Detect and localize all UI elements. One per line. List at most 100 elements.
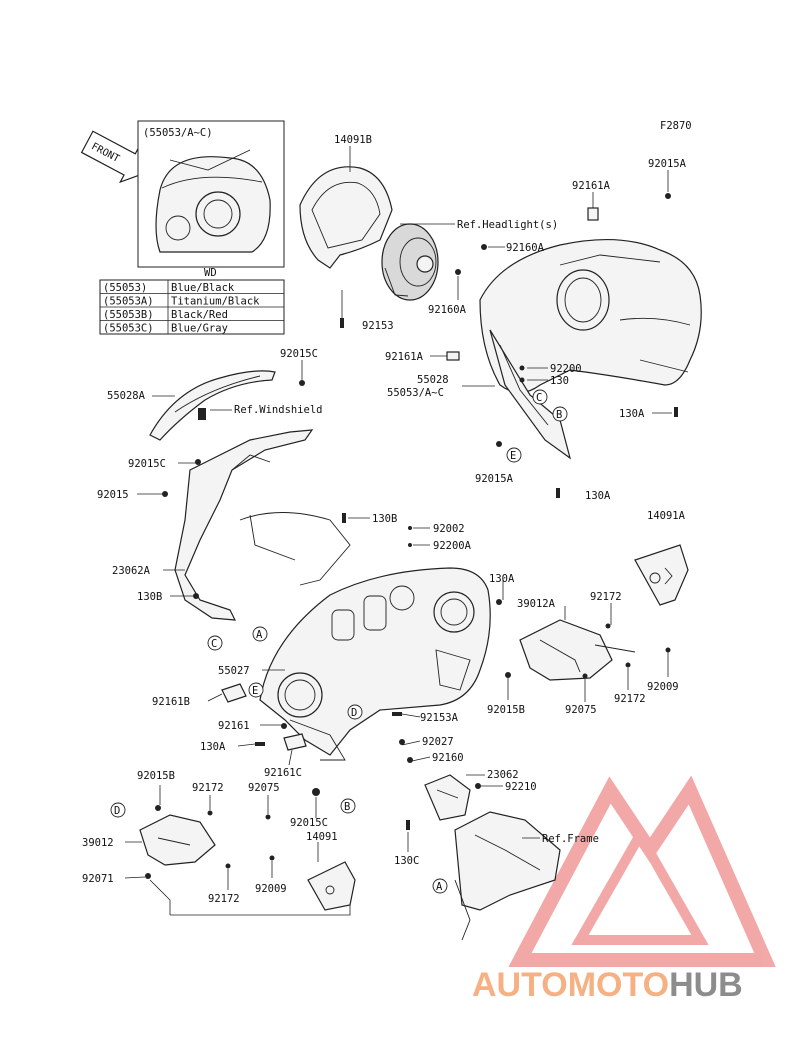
watermark-automoto: AUTOMOTOHUB	[472, 966, 743, 1004]
inner-fairing-55027	[259, 567, 491, 761]
label-14091: 14091	[306, 831, 338, 843]
bracket-39012a	[519, 619, 636, 681]
label-55027: 55027	[218, 665, 250, 677]
label-130: 130	[550, 375, 569, 387]
headlight-assembly	[381, 223, 439, 301]
watermark-text: AUTOMOTOHUB	[472, 966, 743, 1004]
label-130c: 130C	[394, 855, 419, 867]
label-39012a: 39012A	[517, 598, 556, 610]
color-inset: (55053/A~C) WD (55053) Blue/Black (55053…	[99, 120, 285, 335]
cover-92161c	[283, 733, 307, 751]
watermark-part2: HUB	[669, 966, 743, 1004]
label-92172-a: 92172	[590, 591, 622, 603]
switch-panel-14091	[307, 861, 356, 911]
wd-code-2: (55053B)	[103, 309, 154, 321]
switch-panel-14091a	[634, 544, 689, 606]
callout-d-mid: D	[351, 707, 357, 719]
label-92009-b: 92009	[255, 883, 287, 895]
inset-title: (55053/A~C)	[143, 127, 213, 139]
wd-code-0: (55053)	[103, 282, 147, 294]
label-14091a: 14091A	[647, 510, 686, 522]
label-92161: 92161	[218, 720, 250, 732]
wd-code-1: (55053A)	[103, 296, 154, 308]
label-92071: 92071	[82, 873, 114, 885]
callout-a-left: A	[256, 629, 263, 641]
watermark-part1: AUTOMOTO	[472, 966, 669, 1004]
label-92160: 92160	[432, 752, 464, 764]
label-92027: 92027	[422, 736, 454, 748]
label-14091b: 14091B	[334, 134, 372, 146]
bracket-39012	[139, 814, 216, 866]
duct-55028	[489, 329, 572, 460]
label-ref-frame: Ref.Frame	[542, 833, 599, 845]
label-92015a-mid: 92015A	[475, 473, 514, 485]
label-92015c-top: 92015C	[280, 348, 318, 360]
headlight-cover-14091b	[299, 166, 393, 269]
wd-color-1: Titanium/Black	[171, 296, 260, 308]
label-92200a: 92200A	[433, 540, 472, 552]
callout-b-low: B	[344, 801, 350, 813]
label-92015c-mid: 92015C	[128, 458, 166, 470]
label-55028a: 55028A	[107, 390, 146, 402]
frame-ref	[454, 811, 561, 941]
label-55053ac: 55053/A~C	[387, 387, 444, 399]
label-130a-low: 130A	[585, 490, 611, 502]
inset-fairing-illustration	[155, 149, 271, 253]
wd-color-3: Blue/Gray	[171, 323, 228, 335]
label-92015b-right: 92015B	[487, 704, 525, 716]
part-labels: 14091B 92015A 92161A Ref.Headlight(s) 92…	[82, 134, 687, 905]
label-23062: 23062	[487, 769, 519, 781]
callout-circles: C B E C A E D B D A	[110, 389, 568, 894]
label-ref-headlight: Ref.Headlight(s)	[457, 219, 558, 231]
label-92015: 92015	[97, 489, 129, 501]
callout-c-top: C	[536, 392, 542, 404]
label-92161a-top: 92161A	[572, 180, 611, 192]
front-arrow: FRONT	[80, 130, 147, 184]
label-92009-a: 92009	[647, 681, 679, 693]
leader-lines	[124, 146, 672, 916]
label-92210: 92210	[505, 781, 537, 793]
label-92161b: 92161B	[152, 696, 190, 708]
callout-c-left: C	[211, 638, 217, 650]
callout-a-low: A	[436, 881, 443, 893]
label-92015a-top: 92015A	[648, 158, 687, 170]
callout-d-low: D	[114, 805, 120, 817]
label-92002: 92002	[433, 523, 465, 535]
label-92153a: 92153A	[420, 712, 459, 724]
label-92172-b: 92172	[614, 693, 646, 705]
label-92161c: 92161C	[264, 767, 302, 779]
label-92172-c: 92172	[192, 782, 224, 794]
label-92172-d: 92172	[208, 893, 240, 905]
callout-e-top: E	[510, 450, 516, 462]
label-130a-left: 130A	[200, 741, 226, 753]
label-23062a: 23062A	[112, 565, 151, 577]
label-92075-a: 92075	[565, 704, 597, 716]
label-ref-windshield: Ref.Windshield	[234, 404, 323, 416]
label-130a-right: 130A	[619, 408, 645, 420]
label-39012: 39012	[82, 837, 114, 849]
label-92015b-left: 92015B	[137, 770, 175, 782]
wd-label: WD	[204, 267, 217, 279]
bracket-23062	[424, 774, 471, 821]
label-130b-left: 130B	[137, 591, 162, 603]
label-130a-mid: 130A	[489, 573, 515, 585]
label-130b-top: 130B	[372, 513, 397, 525]
label-92161a-mid: 92161A	[385, 351, 424, 363]
wd-color-0: Blue/Black	[171, 282, 235, 294]
callout-e-mid: E	[252, 685, 258, 697]
label-92015c-low: 92015C	[290, 817, 328, 829]
callout-b-top: B	[556, 409, 562, 421]
label-92200: 92200	[550, 363, 582, 375]
bracket-23062a	[174, 429, 351, 621]
upper-fairing-55053	[479, 238, 702, 394]
figure-code: F2870	[660, 120, 692, 132]
watermark-logo	[508, 775, 776, 967]
label-55028: 55028	[417, 374, 449, 386]
label-92160a-2: 92160A	[428, 304, 467, 316]
wd-code-3: (55053C)	[103, 323, 154, 335]
windshield-trim-55028a	[149, 370, 276, 441]
wd-color-2: Black/Red	[171, 309, 228, 321]
label-92153: 92153	[362, 320, 394, 332]
label-92075-b: 92075	[248, 782, 280, 794]
